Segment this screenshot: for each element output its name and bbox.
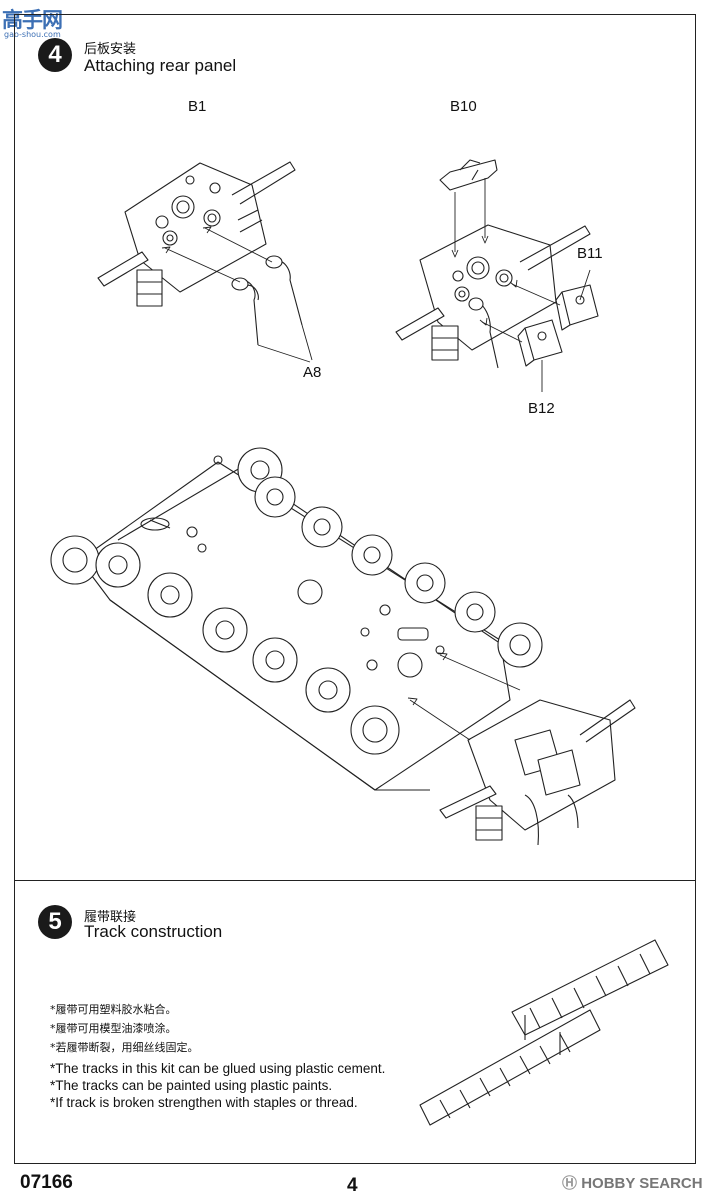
rear-panel-attached bbox=[439, 699, 636, 846]
watermark-text: 高手网 bbox=[2, 8, 63, 32]
part-label-a8: A8 bbox=[303, 364, 322, 381]
part-label-b10: B10 bbox=[450, 98, 477, 115]
kit-code: 07166 bbox=[20, 1172, 73, 1193]
track-notes: *履带可用塑料胶水粘合。 *履带可用模型油漆喷涂。 *若履带断裂，用细丝线固定。… bbox=[50, 1000, 430, 1111]
step-title-cn: 履带联接 bbox=[84, 910, 137, 925]
step-number-badge: 4 bbox=[38, 38, 72, 72]
part-b10-bracket bbox=[439, 159, 498, 191]
part-label-b1: B1 bbox=[188, 98, 207, 115]
rear-panel-left bbox=[97, 161, 296, 307]
part-b12-box bbox=[517, 319, 563, 367]
note-en-1: *The tracks in this kit can be glued usi… bbox=[50, 1061, 386, 1076]
track-links bbox=[419, 939, 669, 1126]
page-number: 4 bbox=[347, 1175, 358, 1196]
rear-panel-right bbox=[395, 224, 591, 369]
note-cn-1: *履带可用塑料胶水粘合。 bbox=[50, 1003, 177, 1016]
part-b11-box bbox=[555, 284, 599, 331]
step-title-cn: 后板安装 bbox=[84, 42, 137, 57]
page-frame bbox=[14, 14, 696, 1164]
watermark-logo: 高手网 gao-shou.com bbox=[2, 4, 76, 44]
hull-assembly bbox=[79, 455, 511, 791]
section-divider bbox=[14, 880, 696, 881]
part-label-b11: B11 bbox=[577, 245, 603, 262]
hobby-search-icon: Ⓗ bbox=[562, 1175, 578, 1192]
road-wheels bbox=[50, 447, 543, 755]
note-en-2: *The tracks can be painted using plastic… bbox=[50, 1078, 333, 1093]
note-cn-2: *履带可用模型油漆喷涂。 bbox=[50, 1022, 177, 1035]
step-title-en: Attaching rear panel bbox=[84, 56, 237, 75]
hobby-search-text: HOBBY SEARCH bbox=[581, 1175, 703, 1192]
note-cn-3: *若履带断裂，用细丝线固定。 bbox=[50, 1041, 199, 1054]
step-number-badge: 5 bbox=[38, 905, 72, 939]
exhaust-a8-left bbox=[231, 255, 303, 346]
watermark-url: gao-shou.com bbox=[4, 30, 61, 39]
note-en-3: *If track is broken strengthen with stap… bbox=[50, 1095, 358, 1110]
part-label-b12: B12 bbox=[528, 400, 555, 417]
hobby-search-watermark: Ⓗ HOBBY SEARCH bbox=[562, 1172, 703, 1193]
step-title-en: Track construction bbox=[84, 922, 223, 941]
